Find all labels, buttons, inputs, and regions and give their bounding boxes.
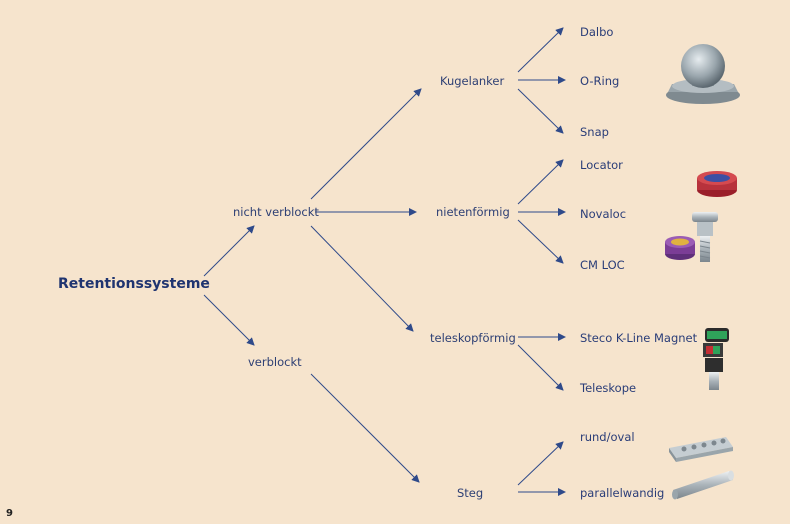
arrow-niet-to-cmloc [517,219,564,264]
leaf-snap: Snap [580,125,609,139]
arrow-kugel-to-dalbo [517,27,564,73]
arrow-nv-to-teleskopfoermig [310,225,414,332]
bar-parallel-image [672,470,734,500]
novaloc-abutment-image [692,212,718,262]
arrow-niet-to-locator [517,159,564,205]
locator-cap-image [697,171,737,197]
leaf-rund-oval: rund/oval [580,430,635,444]
node-kugelanker: Kugelanker [440,74,505,88]
arrow-root-to-verblockt [203,294,255,346]
node-verblockt: verblockt [248,355,302,369]
leaf-steco-k-line-magnet: Steco K-Line Magnet [580,331,698,345]
node-steg: Steg [457,486,484,500]
node-teleskopfoermig: teleskopförmig [430,331,516,345]
ball-anchor-image [666,44,740,104]
node-nietenfoermig: nietenförmig [436,205,510,219]
cm-loc-insert-image [665,236,695,260]
steco-magnet-image [703,328,729,390]
leaf-locator: Locator [580,158,623,172]
arrow-v-to-steg [310,373,420,483]
node-retentionssysteme: Retentionssysteme [58,276,210,292]
leaf-o-ring: O-Ring [580,74,620,88]
arrow-kugel-to-snap [517,88,564,134]
leaf-teleskope: Teleskope [580,381,637,395]
arrow-root-to-nicht-verblockt [203,225,255,277]
arrow-tele-to-teleskope [517,344,564,391]
page-number: 9 [6,508,13,519]
leaf-novaloc: Novaloc [580,207,627,221]
leaf-dalbo: Dalbo [580,25,614,39]
arrow-nv-to-kugelanker [310,88,422,200]
arrow-steg-to-rund [517,441,564,486]
leaf-parallelwandig: parallelwandig [580,486,665,500]
node-nicht-verblockt: nicht verblockt [233,205,319,219]
leaf-cm-loc: CM LOC [580,258,625,272]
bar-round-oval-image [669,437,733,462]
